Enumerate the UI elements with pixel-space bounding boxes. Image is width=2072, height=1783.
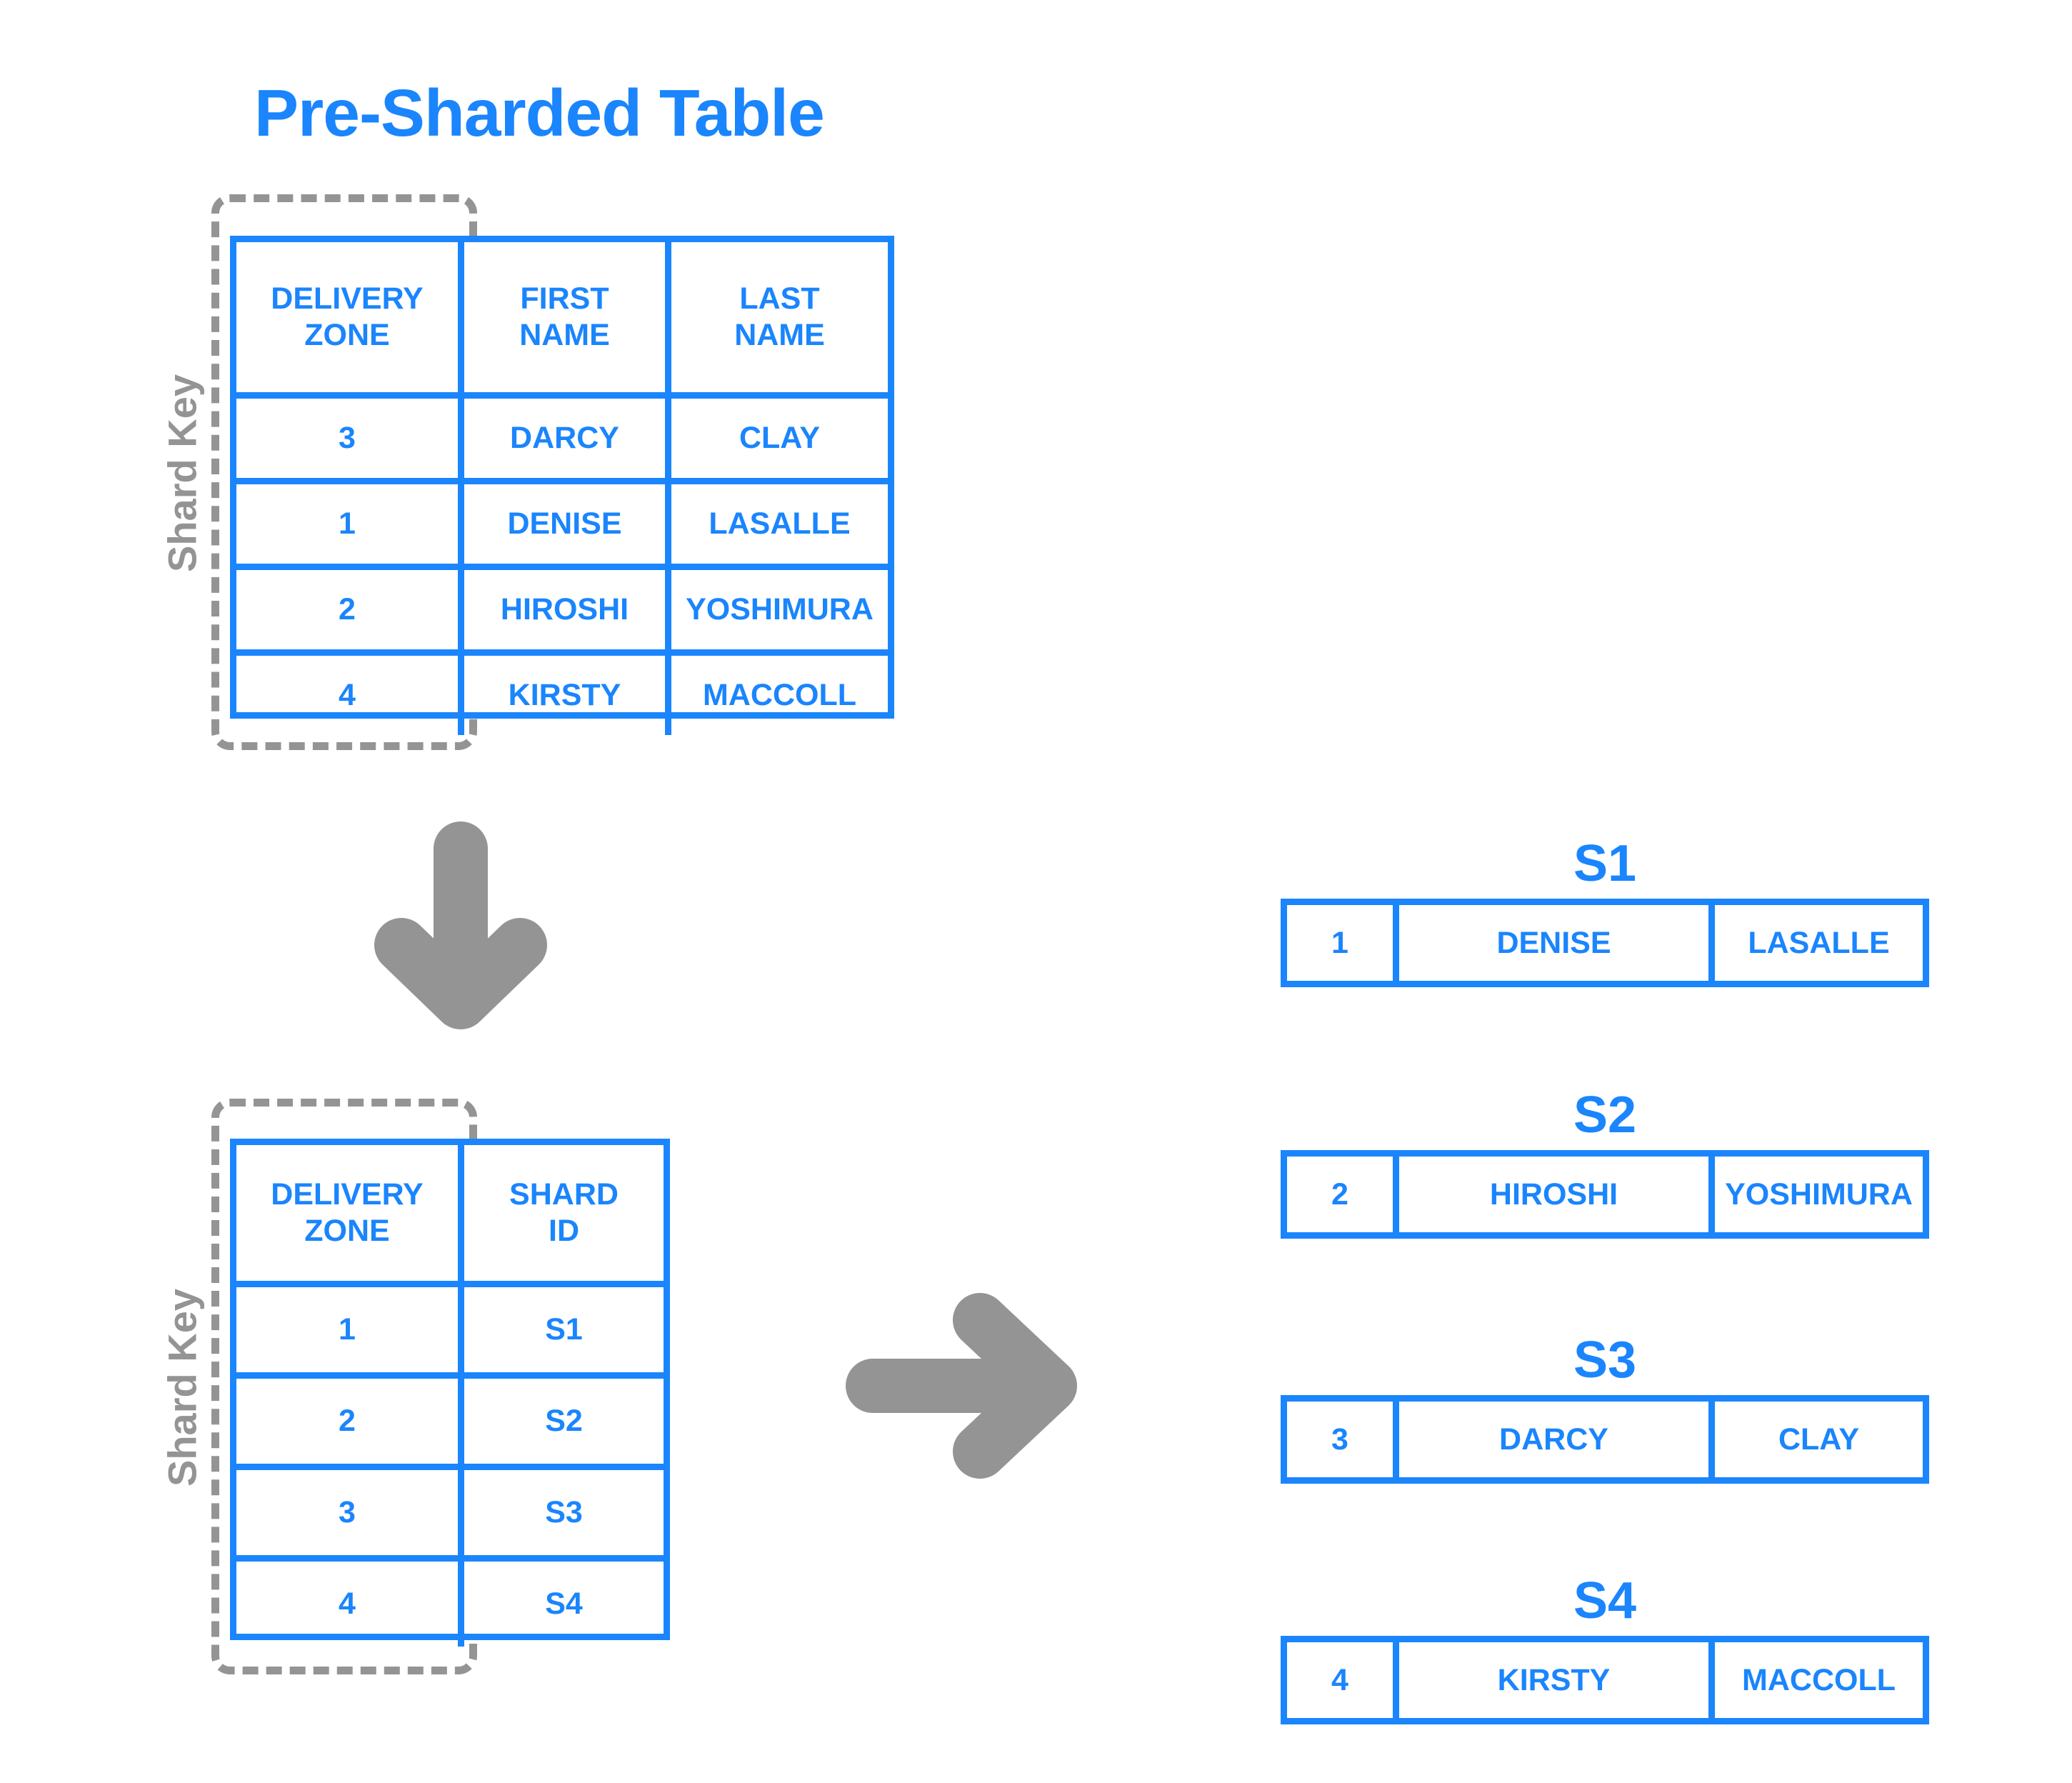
cell-delivery-zone: 4 [339,1587,356,1622]
table-row: 3 S3 [236,1464,664,1555]
cell-first-name: KIRSTY [458,656,665,735]
cell-last-name: CLAY [1708,1402,1923,1477]
cell-last-name: MACCOLL [1708,1642,1923,1718]
cell-delivery-zone: 3 [1331,1422,1348,1457]
table-row: 4 KIRSTY MACCOLL [236,649,888,735]
cell-delivery-zone: 1 [1331,925,1348,960]
table-row: 1 S1 [236,1281,664,1372]
cell-last-name: YOSHIMURA [1708,1157,1923,1232]
cell-delivery-zone: 4 [339,678,356,713]
down-arrow-icon [371,820,550,1031]
cell-delivery-zone: 1 [339,1312,356,1347]
table-row: 1 DENISE LASALLE [1287,905,1923,981]
table-row: 4 S4 [236,1555,664,1647]
cell-delivery-zone: 3 [339,1495,356,1530]
cell-delivery-zone: 2 [1331,1177,1348,1212]
cell-shard-id: S4 [458,1562,664,1647]
cell-first-name: DENISE [1393,905,1708,981]
table-row: 2 HIROSHI YOSHIMURA [1287,1157,1923,1232]
shard-table-s4: 4 KIRSTY MACCOLL [1281,1636,1929,1724]
cell-delivery-zone: 4 [1331,1662,1348,1697]
table-row: 3 DARCY CLAY [236,392,888,478]
cell-first-name: HIROSHI [1393,1157,1708,1232]
cell-last-name: LASALLE [1708,905,1923,981]
cell-first-name: DARCY [1393,1402,1708,1477]
right-arrow-icon [843,1286,1086,1486]
shard-title-s1: S1 [1573,835,1637,892]
shard-table-s2: 2 HIROSHI YOSHIMURA [1281,1150,1929,1239]
cell-last-name: LASALLE [665,484,888,564]
cell-last-name: YOSHIMURA [665,570,888,649]
shard-title-s4: S4 [1573,1572,1637,1629]
shard-key-label-original: Shard Key [159,374,205,572]
cell-shard-id: S1 [458,1287,664,1372]
shard-title-s2: S2 [1573,1087,1637,1144]
table-row: 2 HIROSHI YOSHIMURA [236,564,888,649]
cell-delivery-zone: 2 [339,592,356,627]
cell-first-name: KIRSTY [1393,1642,1708,1718]
table-row: 4 KIRSTY MACCOLL [1287,1642,1923,1718]
cell-first-name: DENISE [458,484,665,564]
cell-shard-id: S2 [458,1379,664,1464]
table-row: 2 S2 [236,1372,664,1464]
cell-delivery-zone: 2 [339,1404,356,1439]
cell-first-name: DARCY [458,399,665,478]
cell-shard-id: S3 [458,1470,664,1555]
cell-last-name: MACCOLL [665,656,888,735]
cell-last-name: CLAY [665,399,888,478]
shard-key-label-mapping: Shard Key [159,1289,205,1487]
table-row: 3 DARCY CLAY [1287,1402,1923,1477]
table-row: 1 DENISE LASALLE [236,478,888,564]
shard-title-s3: S3 [1573,1332,1637,1389]
cell-delivery-zone: 1 [339,506,356,541]
shard-table-s3: 3 DARCY CLAY [1281,1395,1929,1484]
cell-first-name: HIROSHI [458,570,665,649]
shard-table-s1: 1 DENISE LASALLE [1281,899,1929,987]
page-title: Pre-Sharded Table [254,76,825,150]
cell-delivery-zone: 3 [339,421,356,456]
